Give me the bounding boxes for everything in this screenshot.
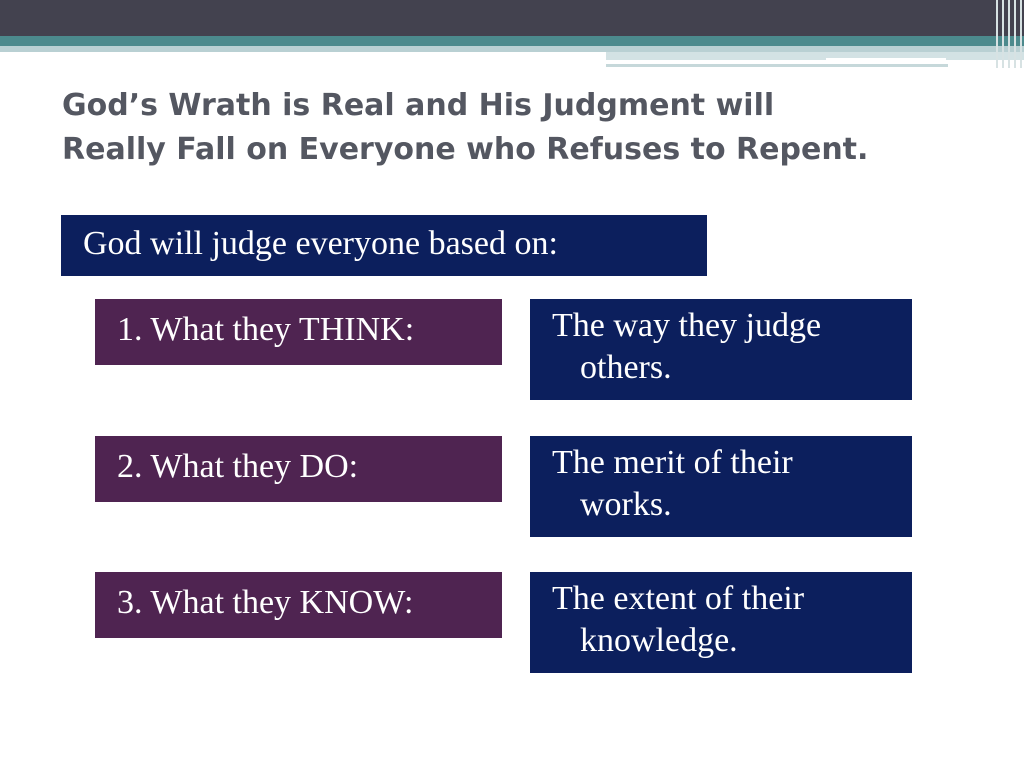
- criterion-know-detail-line-2: knowledge.: [580, 622, 738, 659]
- criterion-think-detail-box: The way they judge others.: [530, 299, 912, 400]
- top-band-teal: [0, 36, 1024, 46]
- criterion-do-detail-box: The merit of their works.: [530, 436, 912, 537]
- judgment-header-box: God will judge everyone based on:: [61, 215, 707, 276]
- criterion-think-detail-line-2: others.: [580, 349, 672, 386]
- criterion-think-detail-line-1: The way they judge: [552, 307, 822, 344]
- criterion-do-box: 2. What they DO:: [95, 436, 502, 502]
- top-band-line: [606, 64, 948, 67]
- slide-title-line-2: Really Fall on Everyone who Refuses to R…: [62, 132, 869, 167]
- criterion-know-detail-line-1: The extent of their: [552, 580, 805, 617]
- criterion-know-detail-box: The extent of their knowledge.: [530, 572, 912, 673]
- top-band-highlight: [826, 58, 946, 60]
- top-band-dark: [0, 0, 1024, 36]
- criterion-do-detail-line-2: works.: [580, 486, 672, 523]
- criterion-think-box: 1. What they THINK:: [95, 299, 502, 365]
- corner-stripes: [994, 0, 1024, 68]
- slide-title-line-1: God’s Wrath is Real and His Judgment wil…: [62, 88, 775, 123]
- slide-title: God’s Wrath is Real and His Judgment wil…: [62, 84, 982, 172]
- top-band-light: [0, 46, 1024, 52]
- top-band-light-accent: [606, 52, 1024, 60]
- criterion-know-box: 3. What they KNOW:: [95, 572, 502, 638]
- criterion-do-detail-line-1: The merit of their: [552, 444, 793, 481]
